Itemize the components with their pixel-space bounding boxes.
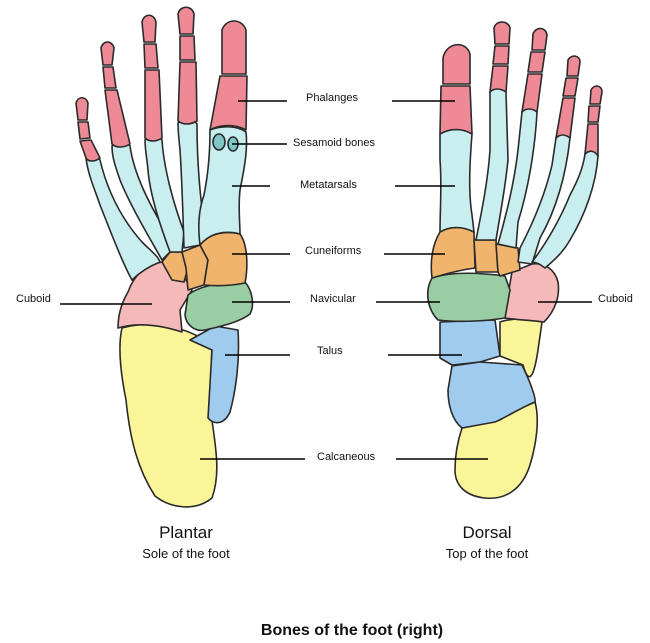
plantar-calcaneus [119, 323, 218, 508]
label-cuboid-left: Cuboid [16, 293, 51, 305]
dorsal-metatarsal-2 [475, 86, 509, 241]
dorsal-metatarsal-1 [439, 128, 475, 233]
plantar-phalanx-2-middle [179, 35, 196, 61]
plantar-phalanx-3-distal [141, 14, 157, 43]
dorsal-phalanx-2-distal [493, 21, 511, 45]
plantar-sesamoid-lateral [212, 133, 226, 151]
dorsal-phalanx-5-middle [587, 105, 601, 123]
dorsal-phalanx-4-middle [562, 77, 579, 97]
plantar-phalanx-4-proximal [104, 89, 131, 148]
dorsal-phalanx-3-distal [531, 27, 548, 51]
plantar-phalanx-2-proximal [177, 61, 198, 125]
plantar-phalanx-4-middle [102, 66, 117, 89]
plantar-phalanx-1-distal [221, 20, 247, 75]
plantar-phalanx-3-middle [143, 43, 159, 69]
dorsal-phalanx-1-distal [442, 43, 471, 85]
label-phalanges: Phalanges [306, 92, 358, 104]
dorsal-talus-body [447, 361, 536, 429]
dorsal-foot [426, 21, 603, 500]
caption-dorsal: Dorsal [462, 523, 511, 542]
plantar-phalanx-3-proximal [144, 69, 163, 142]
plantar-phalanx-5-middle [77, 121, 91, 140]
plantar-metatarsal-5 [85, 154, 161, 281]
plantar-phalanx-5-proximal [79, 139, 101, 162]
dorsal-phalanx-4-distal [566, 55, 581, 77]
dorsal-phalanx-3-middle [527, 51, 546, 73]
label-cuneiforms: Cuneiforms [305, 245, 362, 257]
plantar-phalanx-5-distal [75, 96, 89, 121]
label-sesamoid-bones: Sesamoid bones [293, 137, 375, 149]
dorsal-cuneiform-intermediate [473, 239, 499, 273]
plantar-metatarsal-1 [198, 126, 248, 246]
leader-lines [60, 100, 592, 460]
dorsal-phalanx-5-proximal [584, 123, 599, 157]
dorsal-phalanx-4-proximal [555, 97, 576, 139]
dorsal-phalanx-3-proximal [521, 73, 543, 113]
dorsal-phalanx-1-proximal [439, 85, 473, 135]
plantar-phalanx-1-proximal [209, 75, 248, 131]
label-talus: Talus [317, 345, 343, 357]
plantar-cuneiform-medial [199, 231, 248, 287]
label-metatarsals: Metatarsals [300, 179, 357, 191]
dorsal-cuneiform-medial [430, 226, 476, 279]
diagram-title: Bones of the foot (right) [261, 622, 443, 639]
captions: Plantar Sole of the foot Dorsal Top of t… [142, 523, 528, 639]
label-navicular: Navicular [310, 293, 356, 305]
label-calcaneous: Calcaneous [317, 451, 376, 463]
plantar-foot [75, 6, 254, 508]
caption-plantar-desc: Sole of the foot [142, 546, 230, 561]
caption-dorsal-desc: Top of the foot [446, 546, 529, 561]
caption-plantar: Plantar [159, 523, 213, 542]
dorsal-phalanx-5-distal [589, 85, 603, 105]
dorsal-navicular [426, 272, 511, 323]
dorsal-phalanx-2-proximal [489, 65, 509, 93]
plantar-phalanx-4-distal [100, 41, 115, 66]
dorsal-talus-head [439, 319, 501, 366]
plantar-phalanx-2-distal [177, 6, 195, 35]
plantar-talus [189, 325, 240, 424]
labels: Phalanges Sesamoid bones Metatarsals Cun… [16, 92, 633, 463]
dorsal-cuneiform-lateral [495, 243, 521, 277]
dorsal-phalanx-2-middle [492, 45, 510, 65]
label-cuboid-right: Cuboid [598, 293, 633, 305]
plantar-navicular [184, 281, 254, 332]
